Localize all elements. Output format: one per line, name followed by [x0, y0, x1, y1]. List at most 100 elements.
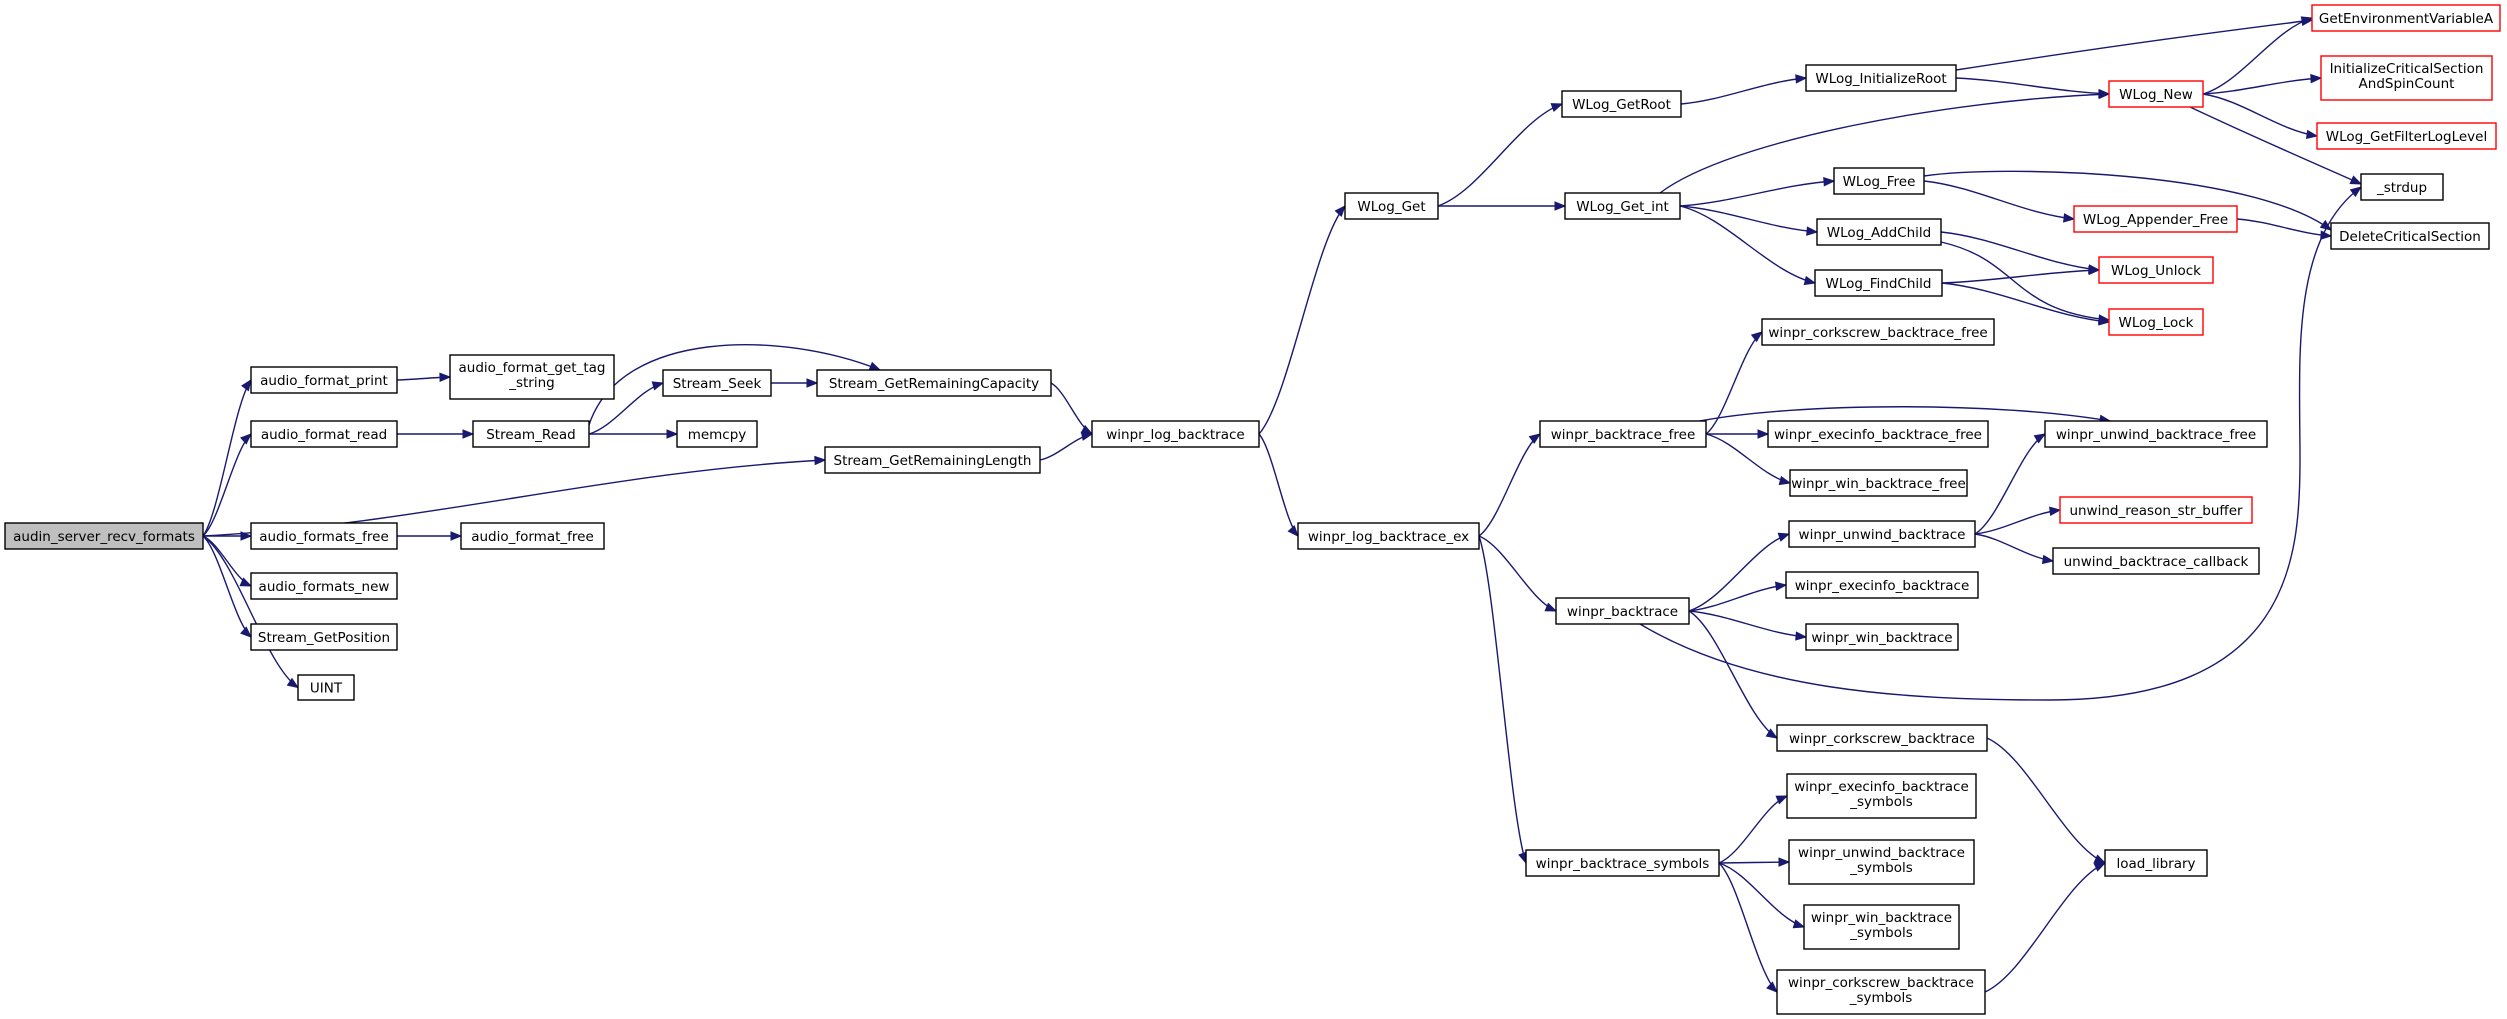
node-wlog-unlock[interactable]: WLog_Unlock	[2098, 256, 2214, 284]
node-winpr-win-backtrace-symbols[interactable]: winpr_win_backtrace_symbols	[1803, 904, 1960, 950]
edge-winpr-unwind-backtrace-to-unwind-backtrace-callback	[1974, 533, 2055, 565]
node-wlog-getfilterloglevel[interactable]: WLog_GetFilterLogLevel	[2316, 122, 2497, 150]
edge-stream-seek-to-stream-getremainingcapacity	[771, 378, 819, 388]
node--strdup[interactable]: _strdup	[2360, 173, 2444, 201]
node-audio-format-read[interactable]: audio_format_read	[250, 420, 398, 448]
edge-line	[1688, 533, 1790, 612]
node-box	[1816, 218, 1942, 246]
node-box	[1805, 623, 1959, 651]
node-stream-read[interactable]: Stream_Read	[472, 420, 590, 448]
edge-winpr-backtrace-to-winpr-execinfo-backtrace	[1688, 581, 1788, 612]
edge-winpr-log-backtrace-ex-to-winpr-backtrace	[1478, 535, 1558, 612]
node-audio-format-get-tag-string[interactable]: audio_format_get_tag_string	[449, 354, 615, 400]
node-audio-formats-new[interactable]: audio_formats_new	[250, 572, 398, 600]
node-winpr-win-backtrace[interactable]: winpr_win_backtrace	[1805, 623, 1959, 651]
edge-winpr-backtrace-free-to-winpr-win-backtrace-free	[1705, 433, 1792, 486]
node-stream-seek[interactable]: Stream_Seek	[662, 369, 772, 397]
node-label: Stream_GetRemainingCapacity	[829, 376, 1039, 392]
edge-arrowhead	[1550, 103, 1564, 112]
node-box	[1561, 90, 1682, 118]
edge-line	[1659, 93, 2110, 194]
node-box	[250, 522, 398, 550]
node-unwind-reason-str-buffer[interactable]: unwind_reason_str_buffer	[2059, 496, 2253, 524]
node-box	[824, 446, 1041, 474]
edge-arrowhead	[1778, 475, 1792, 486]
node-getenvironmentvariablea[interactable]: GetEnvironmentVariableA	[2311, 4, 2501, 32]
node-winpr-execinfo-backtrace[interactable]: winpr_execinfo_backtrace	[1785, 571, 1979, 599]
node-winpr-execinfo-backtrace-free[interactable]: winpr_execinfo_backtrace_free	[1767, 420, 1989, 448]
node-label: audio_formats_new	[259, 579, 390, 595]
edge-winpr-backtrace-to-winpr-unwind-backtrace	[1688, 532, 1791, 612]
edge-line	[1679, 180, 1835, 207]
node-label-line: _symbols	[1849, 860, 1913, 876]
node-load-library[interactable]: load_library	[2104, 849, 2208, 877]
edge-line	[1688, 610, 1778, 739]
node-winpr-execinfo-backtrace-symbols[interactable]: winpr_execinfo_backtrace_symbols	[1786, 773, 1977, 819]
node-memcpy[interactable]: memcpy	[676, 420, 758, 448]
node-audin-server-recv-formats[interactable]: audin_server_recv_formats	[4, 522, 204, 550]
node-winpr-unwind-backtrace[interactable]: winpr_unwind_backtrace	[1788, 520, 1976, 548]
node-label: unwind_backtrace_callback	[2064, 554, 2249, 570]
node-audio-format-free[interactable]: audio_format_free	[460, 522, 605, 550]
edge-arrowhead	[1775, 581, 1788, 591]
node-label: audio_formats_free	[259, 529, 389, 545]
node-winpr-backtrace[interactable]: winpr_backtrace	[1555, 597, 1690, 625]
edge-line	[1923, 180, 2075, 220]
node-label: winpr_execinfo_backtrace_free	[1774, 427, 1982, 443]
node-stream-getremaininglength[interactable]: Stream_GetRemainingLength	[824, 446, 1041, 474]
node-wlog-getroot[interactable]: WLog_GetRoot	[1561, 90, 1682, 118]
node-deletecriticalsection[interactable]: DeleteCriticalSection	[2330, 222, 2490, 250]
node-box	[460, 522, 605, 550]
node-label: Stream_Seek	[673, 376, 762, 392]
node-audio-formats-free[interactable]: audio_formats_free	[250, 522, 398, 550]
node-audio-format-print[interactable]: audio_format_print	[250, 366, 398, 394]
node-winpr-win-backtrace-free[interactable]: winpr_win_backtrace_free	[1789, 469, 1968, 497]
node-label: Stream_GetRemainingLength	[834, 453, 1032, 469]
edge-arrowhead	[1803, 275, 1817, 286]
node-label: winpr_backtrace	[1567, 604, 1678, 620]
edge-audin-server-recv-formats-to-uint	[202, 535, 300, 689]
node-box	[1776, 724, 1988, 752]
node-wlog-findchild[interactable]: WLog_FindChild	[1814, 269, 1943, 297]
node-wlog-new[interactable]: WLog_New	[2108, 80, 2204, 108]
edge-winpr-corkscrew-backtrace-symbols-to-load-library	[1984, 862, 2107, 993]
node-label: winpr_backtrace_symbols	[1536, 856, 1710, 872]
node-box	[1091, 420, 1260, 448]
edge-arrowhead	[1775, 795, 1789, 805]
edge-arrowhead	[1806, 226, 1819, 236]
node-winpr-unwind-backtrace-free[interactable]: winpr_unwind_backtrace_free	[2044, 420, 2268, 448]
node-winpr-corkscrew-backtrace[interactable]: winpr_corkscrew_backtrace	[1776, 724, 1988, 752]
node-wlog-appender-free[interactable]: WLog_Appender_Free	[2073, 205, 2238, 233]
node-winpr-corkscrew-backtrace-symbols[interactable]: winpr_corkscrew_backtrace_symbols	[1776, 969, 1986, 1015]
node-winpr-log-backtrace[interactable]: winpr_log_backtrace	[1091, 420, 1260, 448]
edge-line	[1478, 433, 1541, 537]
edge-arrowhead	[1287, 525, 1299, 538]
node-winpr-log-backtrace-ex[interactable]: winpr_log_backtrace_ex	[1297, 522, 1480, 550]
node-wlog-addchild[interactable]: WLog_AddChild	[1816, 218, 1942, 246]
node-winpr-backtrace-symbols[interactable]: winpr_backtrace_symbols	[1525, 849, 1720, 877]
node-winpr-unwind-backtrace-symbols[interactable]: winpr_unwind_backtrace_symbols	[1788, 839, 1975, 885]
node-label: winpr_corkscrew_backtrace_free	[1768, 325, 1987, 341]
node-wlog-get-int[interactable]: WLog_Get_int	[1564, 192, 1681, 220]
node-wlog-get[interactable]: WLog_Get	[1344, 192, 1439, 220]
node-label-line: winpr_corkscrew_backtrace	[1788, 975, 1974, 991]
node-stream-getposition[interactable]: Stream_GetPosition	[250, 623, 398, 651]
node-unwind-backtrace-callback[interactable]: unwind_backtrace_callback	[2052, 547, 2260, 575]
node-wlog-free[interactable]: WLog_Free	[1833, 167, 1925, 195]
node-box	[2052, 547, 2260, 575]
node-winpr-corkscrew-backtrace-free[interactable]: winpr_corkscrew_backtrace_free	[1761, 318, 1995, 346]
edge-arrowhead	[239, 577, 253, 587]
node-uint[interactable]: UINT	[297, 674, 355, 701]
node-wlog-initializeroot[interactable]: WLog_InitializeRoot	[1805, 64, 1957, 92]
node-stream-getremainingcapacity[interactable]: Stream_GetRemainingCapacity	[816, 369, 1052, 397]
edge-wlog-new-to-getenvironmentvariablea	[2202, 16, 2314, 95]
node-box	[1788, 520, 1976, 548]
edge-wlog-free-to-wlog-appender-free	[1923, 180, 2076, 223]
node-winpr-backtrace-free[interactable]: winpr_backtrace_free	[1539, 420, 1707, 448]
node-wlog-lock[interactable]: WLog_Lock	[2108, 308, 2204, 336]
edge-line	[202, 535, 252, 638]
node-label: winpr_backtrace_free	[1551, 427, 1696, 443]
node-label: GetEnvironmentVariableA	[2319, 11, 2494, 27]
